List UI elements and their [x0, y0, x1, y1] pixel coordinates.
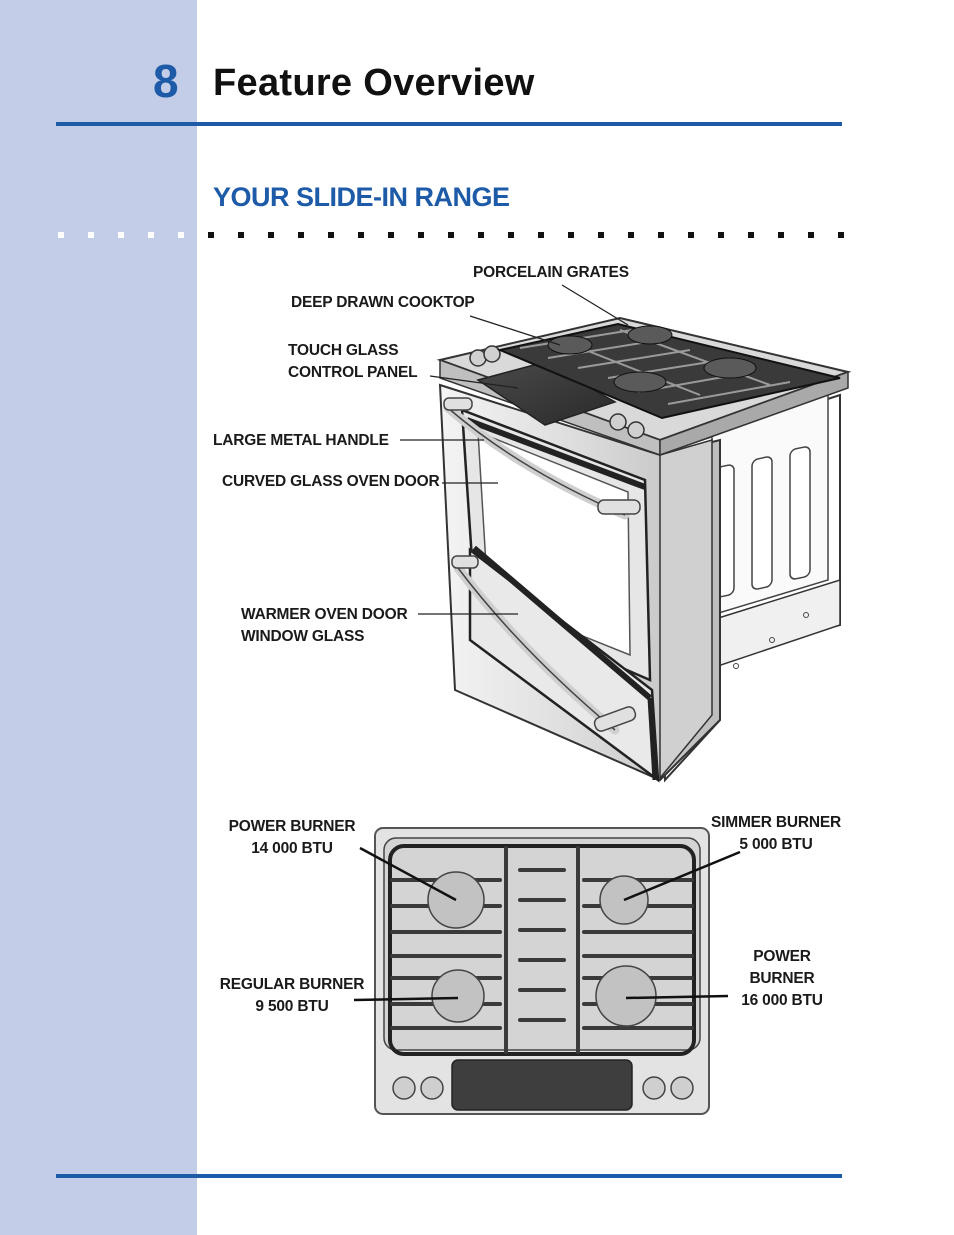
callout-line: POWER BURNER: [228, 818, 356, 835]
callout-line: WARMER OVEN DOOR: [241, 606, 408, 623]
page-title: Feature Overview: [213, 62, 535, 104]
divider-dot: [178, 232, 184, 238]
divider-dot: [58, 232, 64, 238]
cooktop-top-view: [374, 827, 710, 1115]
side-band: [0, 0, 197, 1235]
callout-warmer-glass: WARMER OVEN DOOR WINDOW GLASS: [241, 604, 408, 648]
callout-line: WINDOW GLASS: [241, 628, 365, 645]
callout-line: 14 000 BTU: [251, 840, 333, 857]
callout-line: CONTROL PANEL: [288, 364, 418, 381]
callout-line: 5 000 BTU: [739, 836, 813, 853]
callout-line: SIMMER BURNER: [710, 814, 841, 831]
touch-control-panel: [469, 345, 645, 439]
callout-porcelain-grates: PORCELAIN GRATES: [473, 264, 629, 281]
range-leader-lines: [400, 284, 629, 615]
divider-dot: [268, 232, 274, 238]
divider-dot: [358, 232, 364, 238]
divider-dot: [298, 232, 304, 238]
callout-line: BURNER: [749, 970, 815, 987]
callout-power-burner-left: POWER BURNER 14 000 BTU: [222, 816, 362, 860]
divider-dot: [598, 232, 604, 238]
divider-dot: [418, 232, 424, 238]
divider-dot: [88, 232, 94, 238]
divider-dot: [718, 232, 724, 238]
callout-line: TOUCH GLASS: [288, 342, 399, 359]
porcelain-grates: [496, 322, 841, 420]
callout-line: POWER: [753, 948, 811, 965]
callout-power-burner-right: POWER BURNER 16 000 BTU: [722, 946, 842, 1012]
warmer-drawer: [451, 545, 660, 783]
divider-dot: [208, 232, 214, 238]
divider-dot: [628, 232, 634, 238]
header-rule: [56, 122, 842, 126]
divider-dot: [508, 232, 514, 238]
section-heading: YOUR SLIDE-IN RANGE: [213, 182, 510, 212]
divider-dot: [808, 232, 814, 238]
callout-line: 9 500 BTU: [255, 998, 329, 1015]
callout-touch-glass: TOUCH GLASS CONTROL PANEL: [288, 340, 418, 384]
divider-dot: [568, 232, 574, 238]
divider-dot: [388, 232, 394, 238]
divider-dot: [328, 232, 334, 238]
callout-simmer-burner: SIMMER BURNER 5 000 BTU: [706, 812, 846, 856]
callout-regular-burner: REGULAR BURNER 9 500 BTU: [212, 974, 372, 1018]
callout-deep-drawn-cooktop: DEEP DRAWN COOKTOP: [291, 294, 475, 311]
divider-dot: [748, 232, 754, 238]
page-number: 8: [153, 55, 179, 107]
divider-dot: [238, 232, 244, 238]
divider-dot: [478, 232, 484, 238]
callout-line: 16 000 BTU: [741, 992, 823, 1009]
divider-dot: [448, 232, 454, 238]
divider-dot: [778, 232, 784, 238]
divider-dot: [658, 232, 664, 238]
cooktop-leader-lines: [353, 846, 741, 1002]
divider-dot: [148, 232, 154, 238]
callout-line: REGULAR BURNER: [219, 976, 365, 993]
footer-rule: [56, 1174, 842, 1178]
divider-dot: [118, 232, 124, 238]
divider-dot: [688, 232, 694, 238]
divider-dot: [538, 232, 544, 238]
callout-large-metal-handle: LARGE METAL HANDLE: [213, 432, 389, 449]
callout-curved-glass-door: CURVED GLASS OVEN DOOR: [222, 473, 440, 490]
divider-dot: [838, 232, 844, 238]
